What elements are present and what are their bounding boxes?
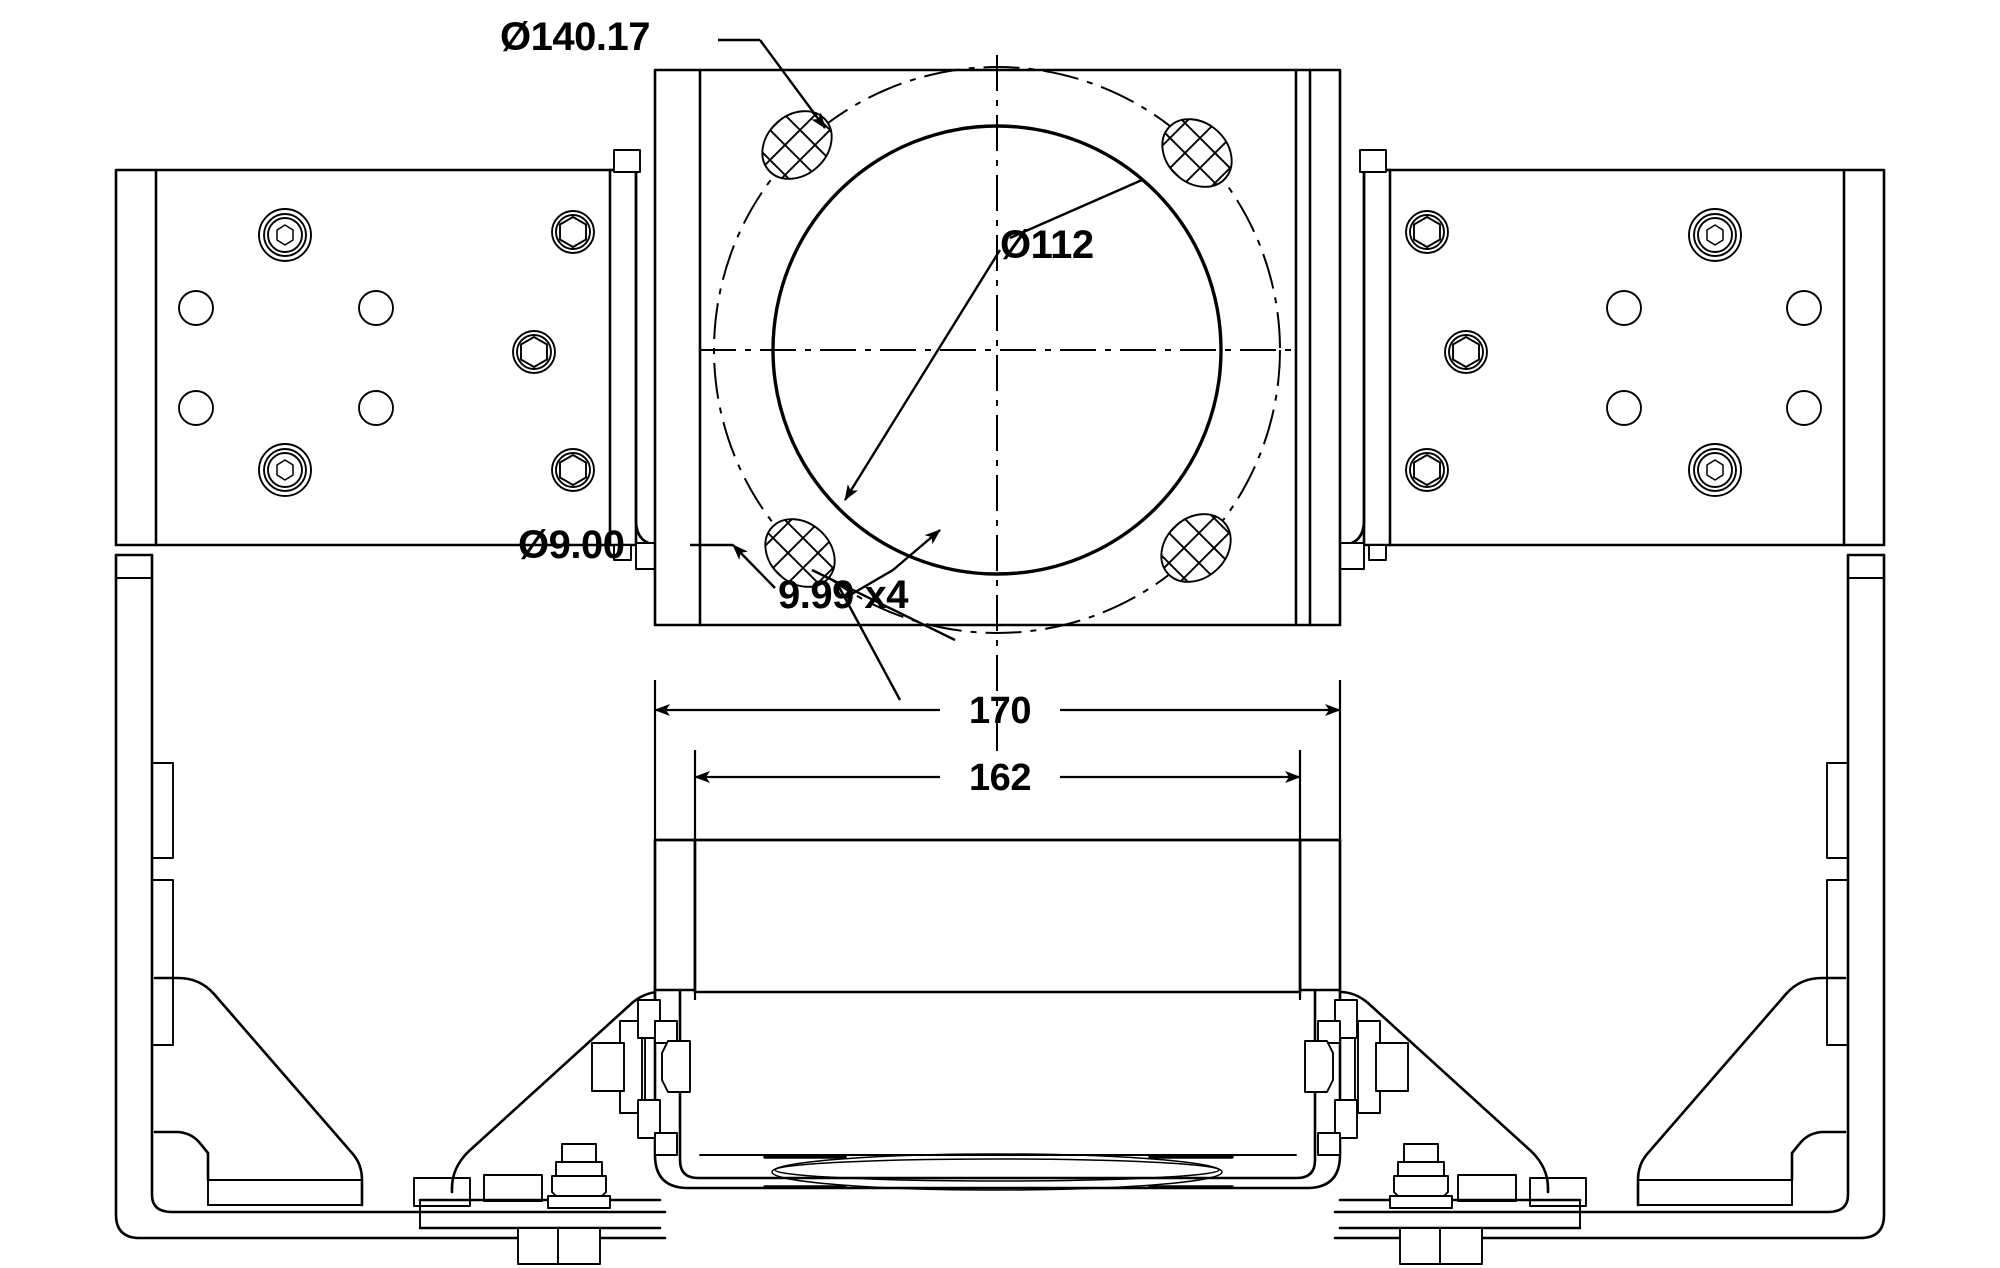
dim-text-170: 170 bbox=[969, 690, 1031, 732]
housing-left-stub-3 bbox=[654, 1020, 678, 1044]
right-arm-outer-profile bbox=[1333, 553, 1886, 1240]
right-nut-washer bbox=[1389, 1195, 1453, 1209]
dim-bolt-circle-leader bbox=[718, 38, 826, 129]
left-bolt-assembly bbox=[517, 1143, 611, 1265]
right-arm-inner-profile bbox=[1333, 553, 1850, 1214]
left-plate-screw-bottom-left bbox=[258, 443, 312, 497]
left-plate-notch bbox=[613, 544, 632, 561]
left-outer-arm-front-view bbox=[114, 553, 667, 1240]
right-plate-screw-top-right bbox=[1688, 208, 1742, 262]
dim-bore-leader bbox=[843, 178, 1143, 501]
left-plate-hole-4 bbox=[358, 390, 394, 426]
housing-right-hexbolt bbox=[1304, 1040, 1334, 1093]
right-mounting-plate-top-view bbox=[1333, 149, 1886, 570]
housing-right-stub bbox=[1317, 999, 1358, 1156]
housing-front-upper-right bbox=[1298, 838, 1342, 994]
left-arm-slot-1 bbox=[151, 762, 174, 859]
right-plate-screw-bottom-right bbox=[1688, 443, 1742, 497]
left-plate-tab-upper bbox=[613, 149, 641, 173]
left-inner-gusset-diagonal bbox=[450, 990, 662, 1190]
housing-left-stub-2 bbox=[637, 1099, 661, 1139]
right-plate-notch bbox=[1368, 544, 1387, 561]
right-gusset-outer bbox=[1636, 976, 1847, 1207]
right-plate-hexbolt-middle bbox=[1444, 330, 1488, 374]
dim-hole-leader bbox=[690, 543, 776, 589]
housing-right-stub-4 bbox=[1317, 1132, 1341, 1156]
dimension-annotations-top: Ø140.17 Ø112 Ø9.00 9.99 x4 bbox=[500, 15, 1143, 701]
right-bolt-shank-lower bbox=[1399, 1227, 1483, 1265]
left-inner-pad bbox=[483, 1174, 543, 1202]
left-arm-inner-profile bbox=[150, 553, 667, 1214]
housing-front-upper-left bbox=[653, 838, 697, 994]
right-bolt-washer bbox=[1397, 1161, 1445, 1177]
right-arm-slot-2 bbox=[1826, 879, 1849, 1046]
right-inner-bracket-front-view bbox=[1334, 990, 1582, 1265]
right-base-pad bbox=[1529, 1177, 1587, 1207]
right-inner-pad bbox=[1457, 1174, 1517, 1202]
left-plate-hexbolt-middle bbox=[512, 330, 556, 374]
right-bolt-assembly bbox=[1389, 1143, 1483, 1265]
right-plate-hole-4 bbox=[1786, 390, 1822, 426]
housing-right-stub-3 bbox=[1317, 1020, 1341, 1044]
left-nut-washer bbox=[547, 1195, 611, 1209]
left-plate-hole-3 bbox=[178, 390, 214, 426]
left-plate-hole-2 bbox=[358, 290, 394, 326]
left-plate-hexbolt-top-right bbox=[551, 210, 595, 254]
linear-dimensions-front: 170 162 bbox=[653, 680, 1342, 1000]
dim-hole-text: Ø9.00 bbox=[518, 523, 624, 567]
right-outer-arm-front-view bbox=[1333, 553, 1886, 1240]
left-plate-hole-1 bbox=[178, 290, 214, 326]
left-inner-bracket-front-view bbox=[418, 990, 666, 1265]
dim-bolt-circle-text: Ø140.17 bbox=[500, 15, 650, 59]
left-gusset-outer bbox=[153, 976, 364, 1207]
right-plate-hexbolt-bottom-left bbox=[1405, 448, 1449, 492]
left-plate-hexbolt-bottom-right bbox=[551, 448, 595, 492]
right-plate-tab-upper bbox=[1359, 149, 1387, 173]
right-bolt-head bbox=[1403, 1143, 1439, 1163]
left-gusset-inner bbox=[153, 1130, 210, 1182]
housing-front-body bbox=[653, 988, 1342, 1190]
housing-left-hexbolt bbox=[661, 1040, 691, 1093]
left-bolt-shank-lower bbox=[517, 1227, 601, 1265]
right-inner-gusset-diagonal bbox=[1338, 990, 1550, 1190]
central-housing-front-view bbox=[637, 838, 1358, 1191]
left-arm-slot-2 bbox=[151, 879, 174, 1046]
right-plate-hole-1 bbox=[1606, 290, 1642, 326]
right-plate-hole-2 bbox=[1786, 290, 1822, 326]
left-plate-screw-top-left bbox=[258, 208, 312, 262]
left-mounting-plate-top-view bbox=[114, 149, 667, 570]
housing-hidden-bore-ellipse bbox=[763, 1153, 1234, 1191]
right-plate-hexbolt-top-left bbox=[1405, 210, 1449, 254]
right-plate-corner-fillet bbox=[1338, 518, 1366, 547]
housing-front-upper-body bbox=[693, 838, 1302, 994]
dim-text-162: 162 bbox=[969, 757, 1031, 799]
dim-spacing-text: 9.99 x4 bbox=[778, 573, 909, 617]
housing-right-stub-2 bbox=[1334, 1099, 1358, 1139]
housing-front-inner-profile bbox=[678, 988, 1317, 1180]
left-pivot-hub bbox=[591, 1042, 625, 1092]
right-plate-outline bbox=[1362, 168, 1886, 547]
right-plate-hole-3 bbox=[1606, 390, 1642, 426]
housing-left-stub bbox=[637, 999, 678, 1156]
left-bolt-washer bbox=[555, 1161, 603, 1177]
dim-spacing-leader bbox=[811, 529, 956, 701]
housing-left-stub-4 bbox=[654, 1132, 678, 1156]
right-pivot-hub bbox=[1375, 1042, 1409, 1092]
central-housing-top-view bbox=[653, 55, 1342, 760]
left-bolt-head bbox=[561, 1143, 597, 1163]
right-gusset-inner bbox=[1790, 1130, 1847, 1182]
right-arm-slot-1 bbox=[1826, 762, 1849, 859]
dim-bore-text: Ø112 bbox=[1000, 223, 1094, 267]
left-base-pad bbox=[413, 1177, 471, 1207]
left-arm-outer-profile bbox=[114, 553, 667, 1240]
